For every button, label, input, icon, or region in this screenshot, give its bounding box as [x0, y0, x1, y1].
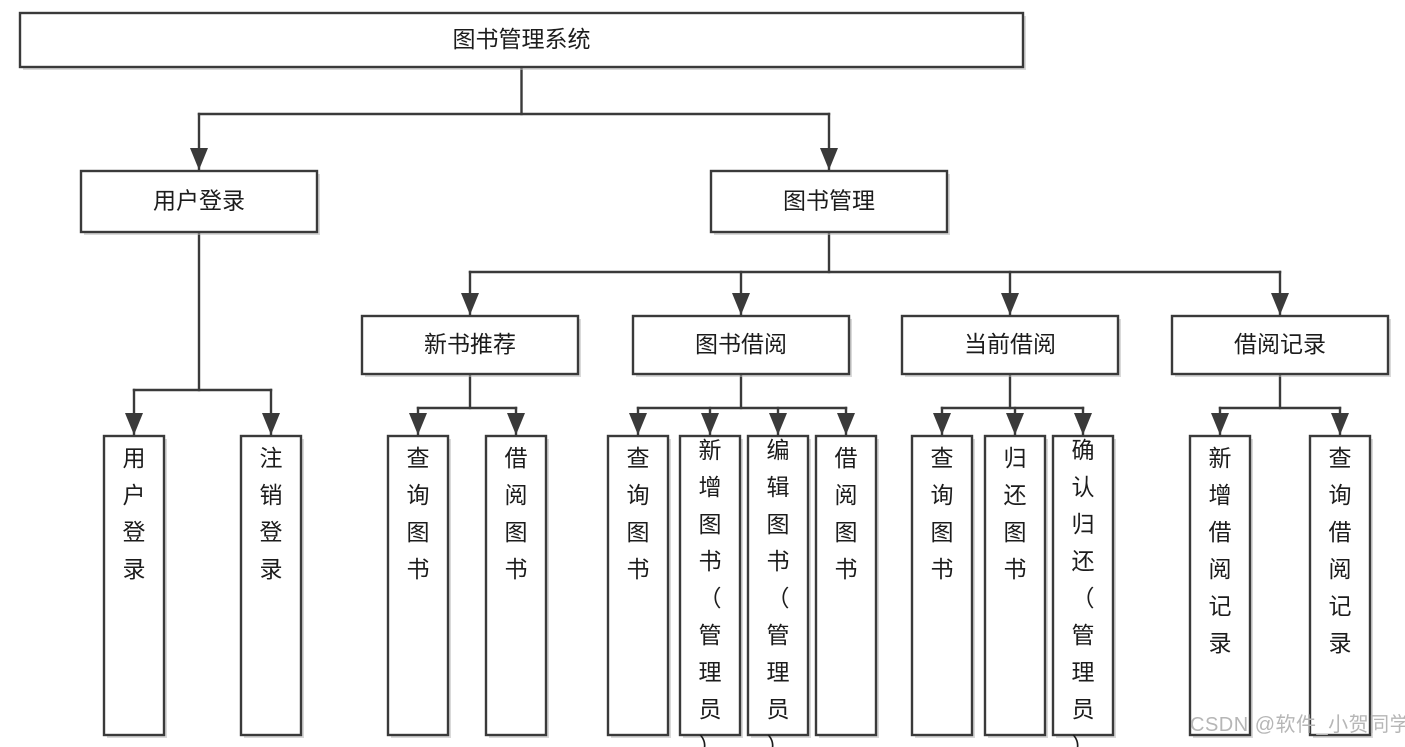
node-label: 图书借阅	[695, 331, 787, 357]
arrow-head-icon	[837, 413, 855, 435]
arrow-head-icon	[933, 413, 951, 435]
node-leaf-confirm-return-admin[interactable]: 确认归还（管理员）	[1051, 434, 1116, 747]
node-label: 编辑图书（管理员）	[767, 437, 790, 747]
node-label: 借阅图书	[835, 445, 858, 582]
node-book-borrow[interactable]: 图书借阅	[631, 314, 852, 377]
node-label: 查询图书	[931, 445, 954, 582]
arrow-head-icon	[409, 413, 427, 435]
arrow-head-icon	[190, 148, 208, 170]
arrow-head-icon	[507, 413, 525, 435]
node-box	[814, 434, 878, 737]
node-box	[484, 434, 548, 737]
node-leaf-query-book-recommend[interactable]: 查询图书	[386, 434, 451, 738]
node-layer: 图书管理系统用户登录图书管理新书推荐图书借阅当前借阅借阅记录用户登录注销登录查询…	[18, 11, 1391, 747]
node-label: 当前借阅	[964, 331, 1056, 357]
arrow-head-icon	[820, 148, 838, 170]
node-box	[239, 434, 303, 737]
node-label: 新增借阅记录	[1209, 445, 1232, 656]
node-box	[910, 434, 974, 737]
node-label: 查询借阅记录	[1329, 445, 1352, 656]
node-leaf-edit-book-admin[interactable]: 编辑图书（管理员）	[746, 434, 811, 747]
arrow-head-icon	[1271, 293, 1289, 315]
arrow-head-icon	[701, 413, 719, 435]
node-root[interactable]: 图书管理系统	[18, 11, 1026, 70]
node-label: 新增图书（管理员）	[699, 437, 722, 747]
node-label: 新书推荐	[424, 331, 516, 357]
node-label: 借阅图书	[505, 445, 528, 582]
arrow-head-icon	[1074, 413, 1092, 435]
node-box	[983, 434, 1047, 737]
node-box	[1170, 314, 1390, 376]
arrow-head-icon	[1331, 413, 1349, 435]
node-leaf-query-book-current[interactable]: 查询图书	[910, 434, 975, 738]
node-leaf-return-book[interactable]: 归还图书	[983, 434, 1048, 738]
node-label: 用户登录	[153, 188, 245, 214]
node-box	[360, 314, 580, 376]
node-box	[746, 434, 810, 737]
arrow-head-icon	[1006, 413, 1024, 435]
node-current-borrow[interactable]: 当前借阅	[900, 314, 1121, 377]
arrow-head-icon	[1211, 413, 1229, 435]
node-box	[606, 434, 670, 737]
node-user-login[interactable]: 用户登录	[79, 169, 320, 235]
node-box	[709, 169, 949, 234]
node-label: 用户登录	[123, 445, 146, 582]
node-leaf-add-book-admin[interactable]: 新增图书（管理员）	[678, 434, 743, 747]
node-leaf-borrow-book[interactable]: 借阅图书	[814, 434, 879, 738]
node-box	[79, 169, 319, 234]
node-box	[1188, 434, 1252, 737]
node-label: 借阅记录	[1234, 331, 1326, 357]
node-leaf-borrow-book-recommend[interactable]: 借阅图书	[484, 434, 549, 738]
node-label: 确认归还（管理员）	[1072, 437, 1095, 747]
arrow-head-icon	[1001, 293, 1019, 315]
node-leaf-logout[interactable]: 注销登录	[239, 434, 304, 738]
arrow-head-icon	[125, 413, 143, 435]
node-box	[900, 314, 1120, 376]
connector-layer	[125, 65, 1349, 437]
arrow-head-icon	[461, 293, 479, 315]
node-label: 查询图书	[627, 445, 650, 582]
node-leaf-query-book[interactable]: 查询图书	[606, 434, 671, 738]
node-label: 图书管理系统	[453, 26, 591, 52]
csdn-watermark: CSDN @软件_小贺同学	[1190, 713, 1405, 736]
node-label: 图书管理	[783, 188, 875, 214]
node-box	[18, 11, 1025, 69]
node-label: 归还图书	[1004, 445, 1027, 582]
arrow-head-icon	[262, 413, 280, 435]
node-box	[102, 434, 166, 737]
node-box	[1308, 434, 1372, 737]
node-borrow-record[interactable]: 借阅记录	[1170, 314, 1391, 377]
arrow-head-icon	[769, 413, 787, 435]
node-book-management[interactable]: 图书管理	[709, 169, 950, 235]
node-new-book-recommend[interactable]: 新书推荐	[360, 314, 581, 377]
node-label: 查询图书	[407, 445, 430, 582]
node-box	[678, 434, 742, 737]
node-leaf-query-borrow-record[interactable]: 查询借阅记录	[1308, 434, 1373, 738]
node-box	[386, 434, 450, 737]
arrow-head-icon	[629, 413, 647, 435]
node-box	[1051, 434, 1115, 737]
node-box	[631, 314, 851, 376]
node-label: 注销登录	[260, 445, 283, 582]
node-leaf-user-login[interactable]: 用户登录	[102, 434, 167, 738]
node-leaf-add-borrow-record[interactable]: 新增借阅记录	[1188, 434, 1253, 738]
arrow-head-icon	[732, 293, 750, 315]
